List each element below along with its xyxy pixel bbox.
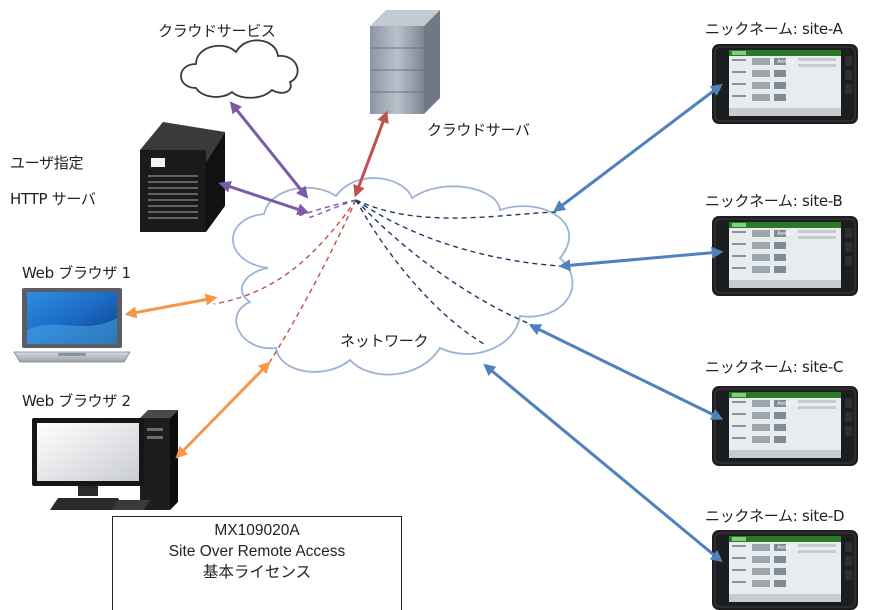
brand-label-d: Anritsu [777, 545, 793, 551]
callout-model: MX109020A [214, 522, 300, 539]
network-cloud [232, 177, 574, 376]
dashed-path-site-c [355, 199, 541, 329]
label-cloud-service: クラウドサービス [158, 22, 276, 40]
label-cloud-server: クラウドサーバ [427, 121, 530, 139]
label-site-d: ニックネーム: site-D [705, 507, 845, 525]
label-web-browser-1: Web ブラウザ 1 [22, 264, 131, 282]
license-callout: MX109020A Site Over Remote Access 基本ライセン… [112, 516, 402, 610]
brand-label-b: Anritsu [777, 231, 793, 237]
callout-license: 基本ライセンス [202, 564, 312, 581]
arrow-site-b [558, 246, 724, 272]
arrow-browser-2 [175, 361, 271, 459]
brand-label-c: Anritsu [777, 401, 793, 407]
label-site-a: ニックネーム: site-A [705, 20, 843, 38]
label-site-b: ニックネーム: site-B [705, 192, 843, 210]
dashed-path-site-d [355, 199, 485, 345]
callout-product: Site Over Remote Access [168, 543, 346, 560]
arrow-browser-1 [124, 293, 218, 319]
device-site-c [711, 385, 859, 467]
arrow-cloud-service [229, 101, 309, 199]
arrow-site-a [553, 83, 723, 213]
cloud-server-icon [370, 10, 440, 114]
dashed-path-site-b [355, 199, 561, 267]
arrow-site-d [483, 363, 723, 563]
desktop-pc-icon [32, 410, 178, 510]
label-user-http-2: HTTP サーバ [10, 190, 96, 208]
dashed-path-http-server [307, 199, 357, 219]
device-site-d [711, 529, 859, 610]
label-site-c: ニックネーム: site-C [705, 358, 844, 376]
label-network: ネットワーク [340, 332, 429, 350]
laptop-icon [13, 288, 131, 363]
dashed-path-site-a [355, 199, 557, 219]
label-user-http-1: ユーザ指定 [10, 154, 84, 172]
device-site-a [711, 43, 859, 125]
device-site-b [711, 215, 859, 297]
arrow-site-c [528, 324, 724, 420]
dashed-path-browser-1 [213, 199, 357, 305]
cloud-service-icon [180, 39, 299, 99]
http-server-icon [140, 122, 225, 232]
arrow-cloud-server [353, 110, 389, 198]
brand-label-a: Anritsu [777, 59, 793, 65]
label-web-browser-2: Web ブラウザ 2 [22, 392, 131, 410]
arrow-http-server [218, 180, 310, 216]
